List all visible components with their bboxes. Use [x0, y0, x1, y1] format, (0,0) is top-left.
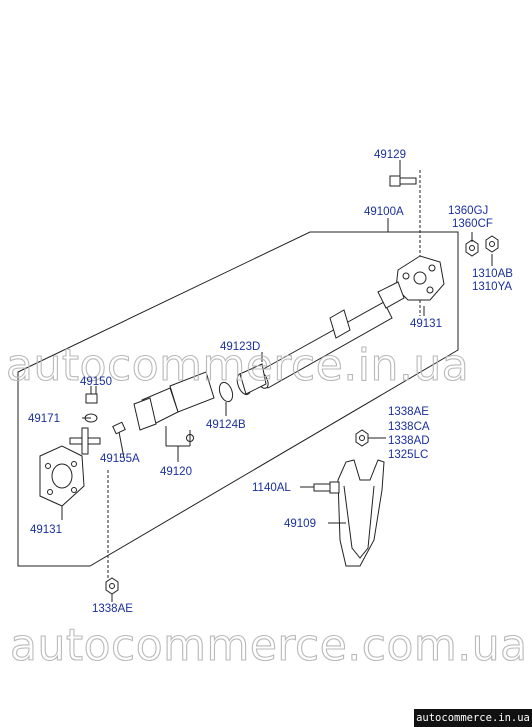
- label-1338AE-bottom: 1338AE: [92, 603, 133, 615]
- nut-1310: [485, 235, 499, 253]
- label-49150: 49150: [80, 376, 112, 388]
- label-49131-right: 49131: [410, 318, 442, 330]
- label-49131-left: 49131: [30, 524, 62, 536]
- right-flange-yoke: [377, 170, 445, 316]
- spider-cross: [69, 427, 101, 455]
- nut-1338AE-bottom: [105, 577, 119, 595]
- assembly-frame: [17, 231, 459, 567]
- grease-fitting-49155A: [112, 421, 126, 435]
- bolt-49129: [389, 175, 417, 187]
- label-1140AL: 1140AL: [252, 482, 291, 494]
- label-49120: 49120: [160, 466, 192, 478]
- label-1338CA: 1338CA: [388, 421, 430, 433]
- watermark-top: autocommerce.in.ua: [6, 340, 469, 391]
- label-49171: 49171: [28, 413, 60, 425]
- label-1338AE-top: 1338AE: [388, 406, 429, 418]
- boot-49123D: [236, 363, 267, 396]
- left-flange-yoke: [39, 445, 109, 590]
- nut-1360: [465, 239, 479, 257]
- label-1360GJ: 1360GJ: [448, 205, 488, 217]
- label-1310AB: 1310AB: [472, 268, 513, 280]
- bolt-1140AL: [313, 481, 340, 494]
- label-1310YA: 1310YA: [472, 281, 512, 293]
- slip-yoke-49120: [133, 371, 215, 447]
- label-49109: 49109: [284, 518, 316, 530]
- ring-49124B: [218, 381, 234, 403]
- label-1360CF: 1360CF: [452, 218, 493, 230]
- label-1325LC: 1325LC: [388, 449, 428, 461]
- watermark-bottom: autocommerce.com.ua: [10, 620, 528, 671]
- nut-1338AE-top: [355, 429, 369, 447]
- label-49129: 49129: [374, 149, 406, 161]
- label-1338AD: 1338AD: [388, 435, 430, 447]
- label-49123D: 49123D: [220, 341, 260, 353]
- label-49124B: 49124B: [206, 419, 246, 431]
- label-49155A: 49155A: [100, 453, 140, 465]
- leader-lines: [61, 160, 493, 602]
- label-49100A: 49100A: [364, 206, 404, 218]
- safety-strap-49109: [337, 459, 385, 567]
- bearing-cap-49150: [85, 386, 98, 404]
- footer-watermark: autocommerce.in.ua: [414, 709, 532, 727]
